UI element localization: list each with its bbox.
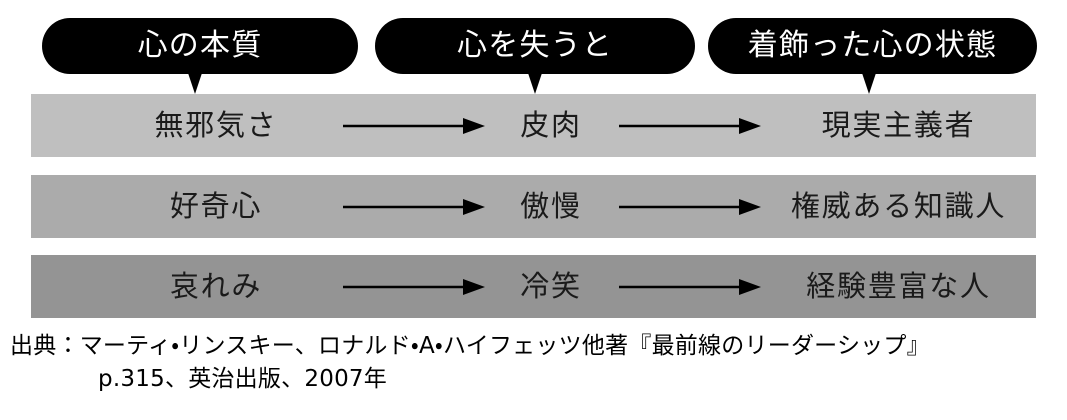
row-1-state: 現実主義者 — [821, 108, 976, 142]
row-3-essence: 哀れみ — [169, 269, 263, 303]
header-pill-state-tail — [862, 73, 876, 94]
table-row: 好奇心 傲慢 権威ある知識人 — [31, 175, 1036, 238]
header-pill-essence-tail — [188, 73, 202, 94]
source-line-2: p.315、英治出版、2007年 — [98, 366, 388, 393]
table-row: 無邪気さ 皮肉 現実主義者 — [31, 94, 1036, 157]
row-1-loss: 皮肉 — [520, 108, 582, 142]
header-pill-loss: 心を失うと — [375, 18, 695, 74]
row-1-essence: 無邪気さ — [154, 108, 278, 142]
arrow-right-icon — [619, 278, 761, 296]
row-2-state: 権威ある知識人 — [790, 189, 1007, 223]
arrow-right-icon — [343, 278, 485, 296]
arrow-right-icon — [619, 117, 761, 135]
header-pill-state-label: 着飾った心の状態 — [747, 28, 998, 63]
row-3-loss: 冷笑 — [520, 269, 582, 303]
header-pill-loss-label: 心を失うと — [457, 28, 613, 63]
arrow-right-icon — [343, 117, 485, 135]
table-row: 哀れみ 冷笑 経験豊富な人 — [31, 255, 1036, 318]
row-2-essence: 好奇心 — [169, 189, 263, 223]
source-citation: 出典：マーティ・リンスキー、ロナルド・A・ハイフェッツ他著『最前線のリーダーシッ… — [10, 330, 1060, 397]
source-line-1: 出典：マーティ・リンスキー、ロナルド・A・ハイフェッツ他著『最前線のリーダーシッ… — [10, 333, 930, 359]
header-pill-essence-label: 心の本質 — [137, 28, 263, 63]
arrow-right-icon — [343, 198, 485, 216]
header-pill-essence: 心の本質 — [42, 18, 358, 74]
arrow-right-icon — [619, 198, 761, 216]
row-3-state: 経験豊富な人 — [806, 269, 991, 303]
row-2-loss: 傲慢 — [520, 189, 582, 223]
header-pill-state: 着飾った心の状態 — [708, 18, 1037, 74]
header-pill-loss-tail — [528, 73, 542, 94]
